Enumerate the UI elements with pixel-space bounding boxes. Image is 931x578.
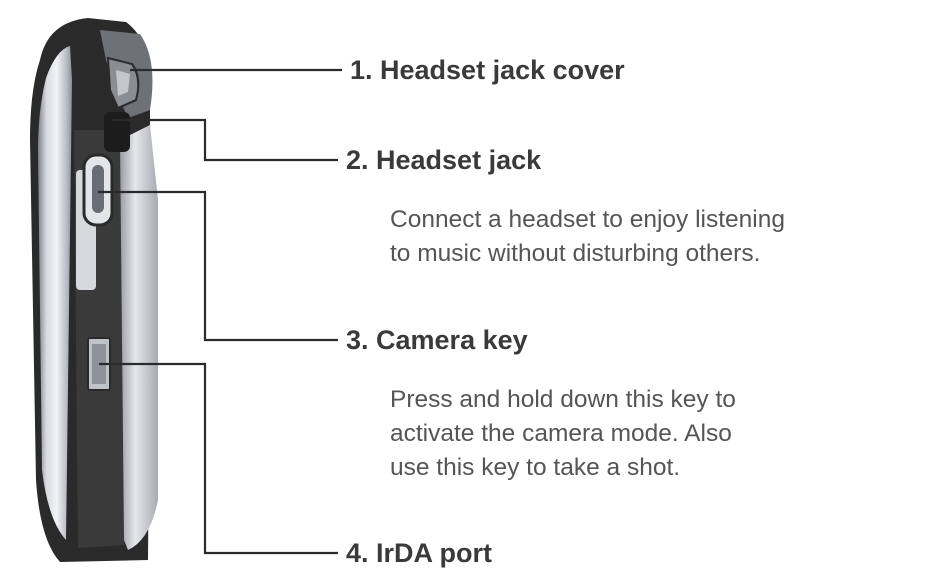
phone-body (30, 18, 158, 562)
leader-lines (98, 68, 342, 555)
description-line: to music without disturbing others. (390, 240, 761, 267)
phone-left-silver-panel (38, 46, 72, 540)
camera-key-part (82, 153, 114, 227)
callout-title-headset-jack-cover: 1. Headset jack cover (350, 55, 625, 85)
headset-jack-part (104, 112, 130, 152)
phone-right-silver-panel (120, 125, 158, 550)
description-line: use this key to take a shot. (390, 454, 681, 481)
callout-title-irda-port: 4. IrDA port (346, 538, 493, 568)
leader-line-2 (112, 118, 338, 162)
callout-description-camera-key: Press and hold down this key to activate… (390, 383, 736, 485)
leader-line-3 (98, 190, 338, 342)
description-line: Connect a headset to enjoy listening (390, 206, 785, 233)
leader-line-4 (99, 362, 338, 555)
description-line: activate the camera mode. Also (390, 420, 732, 447)
callout-description-headset-jack: Connect a headset to enjoy listening to … (390, 203, 785, 271)
description-line: Press and hold down this key to (390, 386, 736, 413)
callout-title-camera-key: 3. Camera key (346, 325, 528, 355)
callout-title-headset-jack: 2. Headset jack (346, 145, 542, 175)
